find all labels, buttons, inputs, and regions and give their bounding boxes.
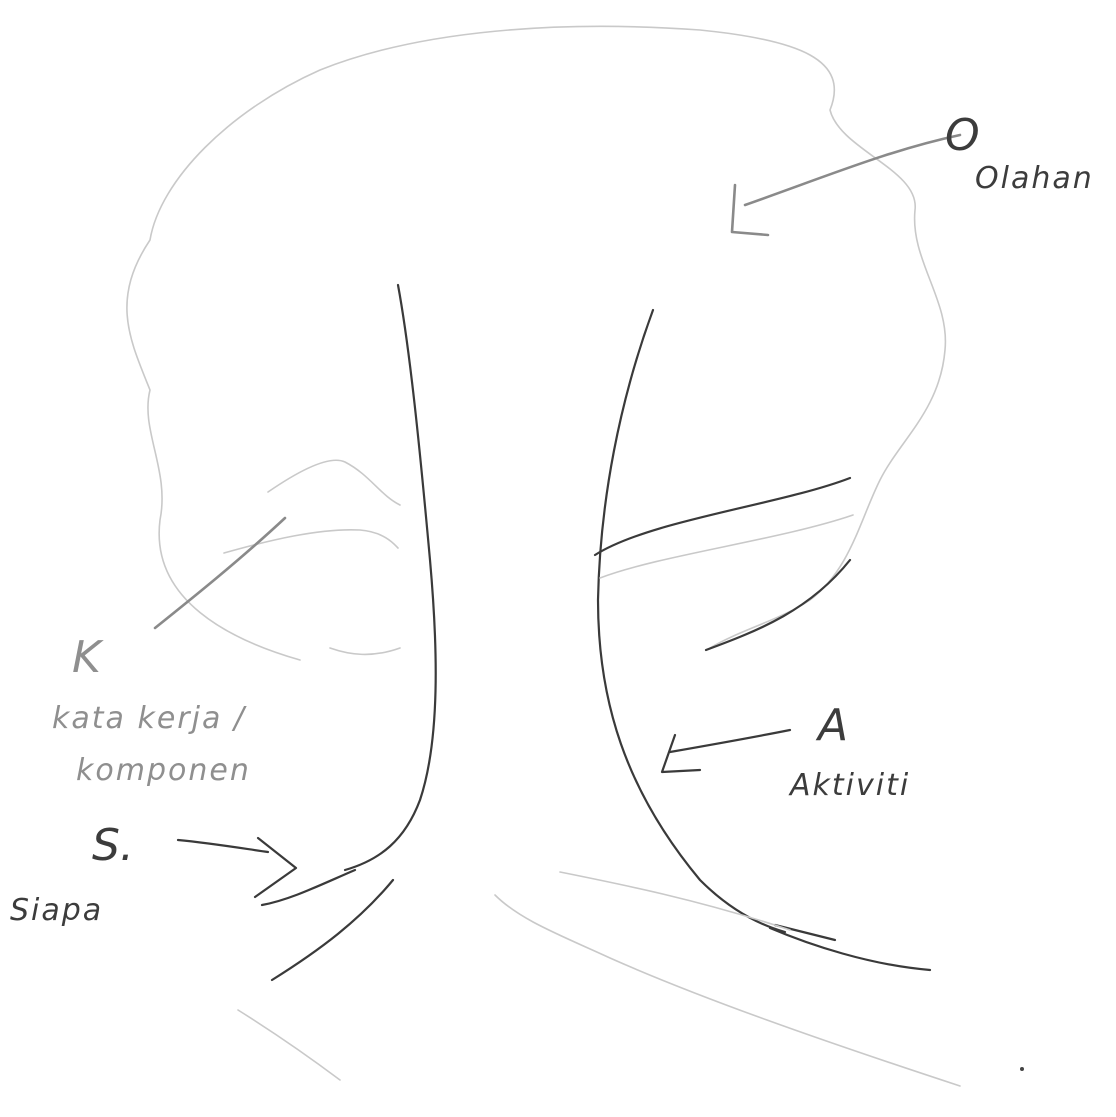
root-left-1 — [262, 870, 355, 905]
canopy-outline — [127, 26, 946, 660]
aktiviti-label: Aktiviti — [788, 768, 910, 803]
kata-kerja-label-line1: kata kerja / — [52, 701, 247, 736]
branch-right-upper — [595, 478, 850, 555]
ink-dot — [1020, 1067, 1024, 1071]
trunk-right-line — [598, 310, 785, 932]
olahan-pointer-line — [745, 135, 960, 205]
branch-left-leaf — [330, 648, 400, 654]
aktiviti-letter: A — [815, 700, 848, 751]
siapa-arrowhead — [255, 838, 296, 897]
kata-kerja-pointer-line — [155, 518, 285, 628]
root-left-2 — [272, 880, 393, 980]
branch-left-upper — [268, 460, 400, 505]
aktiviti-arrowhead — [662, 735, 700, 772]
branch-right-lower — [706, 560, 850, 650]
siapa-letter: S. — [92, 820, 134, 871]
aktiviti-pointer-line — [670, 730, 790, 752]
kata-kerja-label-line2: komponen — [76, 753, 251, 788]
branch-right-middle — [600, 515, 853, 578]
olahan-label: Olahan — [975, 161, 1094, 196]
root-right — [770, 928, 930, 970]
siapa-label: Siapa — [10, 893, 103, 928]
trunk-left-line — [345, 285, 436, 870]
siapa-pointer-line — [178, 840, 268, 852]
kata-kerja-letter: K — [72, 632, 104, 683]
olahan-arrowhead — [732, 185, 768, 235]
ground-line-3 — [238, 1010, 340, 1080]
ground-line-1 — [495, 895, 960, 1086]
olahan-letter: O — [945, 110, 980, 161]
